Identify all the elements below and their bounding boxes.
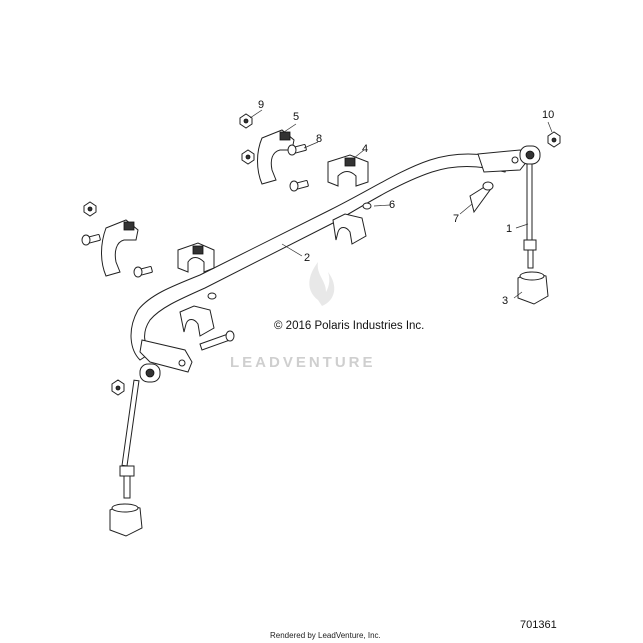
link-nut-left — [111, 379, 125, 396]
clamp-nut-2 — [241, 149, 255, 165]
small-fitting-2 — [207, 292, 217, 300]
link-boot-right — [517, 271, 549, 305]
callout-6: 6 — [389, 199, 395, 211]
clamp-left — [101, 219, 139, 277]
clamp-right — [257, 129, 295, 185]
bushing-lower-left — [179, 305, 215, 337]
link-bolt-left — [199, 330, 235, 351]
stabilizer-bar-shape — [130, 149, 529, 373]
clamp-nut-1 — [239, 113, 253, 129]
clamp-nut-3 — [83, 201, 97, 217]
callout-4: 4 — [362, 143, 368, 155]
callout-7: 7 — [453, 213, 459, 225]
copyright-notice: © 2016 Polaris Industries Inc. — [274, 320, 424, 332]
callout-1: 1 — [506, 223, 512, 235]
leader-lines — [249, 109, 553, 299]
link-bolt-right — [469, 181, 494, 214]
clamp-screw-2 — [289, 180, 309, 192]
callout-5: 5 — [293, 111, 299, 123]
clamp-screw-4 — [133, 266, 153, 278]
callout-3: 3 — [502, 295, 508, 307]
link-nut-right — [547, 131, 561, 148]
watermark-flame-icon — [309, 262, 335, 306]
bushing-upper-left — [177, 242, 215, 273]
small-fitting-1 — [362, 202, 372, 210]
callout-8: 8 — [316, 133, 322, 145]
bushing-lower-right — [332, 213, 367, 245]
callout-9: 9 — [258, 99, 264, 111]
diagram-part-number: 701361 — [520, 619, 557, 631]
stabilizer-link-left-shape — [119, 363, 161, 499]
clamp-screw-1 — [287, 144, 307, 156]
watermark-text: LEADVENTURE — [230, 354, 376, 371]
stabilizer-link-right-shape — [519, 145, 541, 269]
callout-2: 2 — [304, 252, 310, 264]
callout-10: 10 — [542, 109, 554, 121]
link-boot-left — [109, 503, 143, 537]
bushing-upper-right — [327, 154, 369, 187]
rendered-by-footer: Rendered by LeadVenture, Inc. — [270, 631, 381, 640]
clamp-screw-3 — [81, 234, 101, 246]
